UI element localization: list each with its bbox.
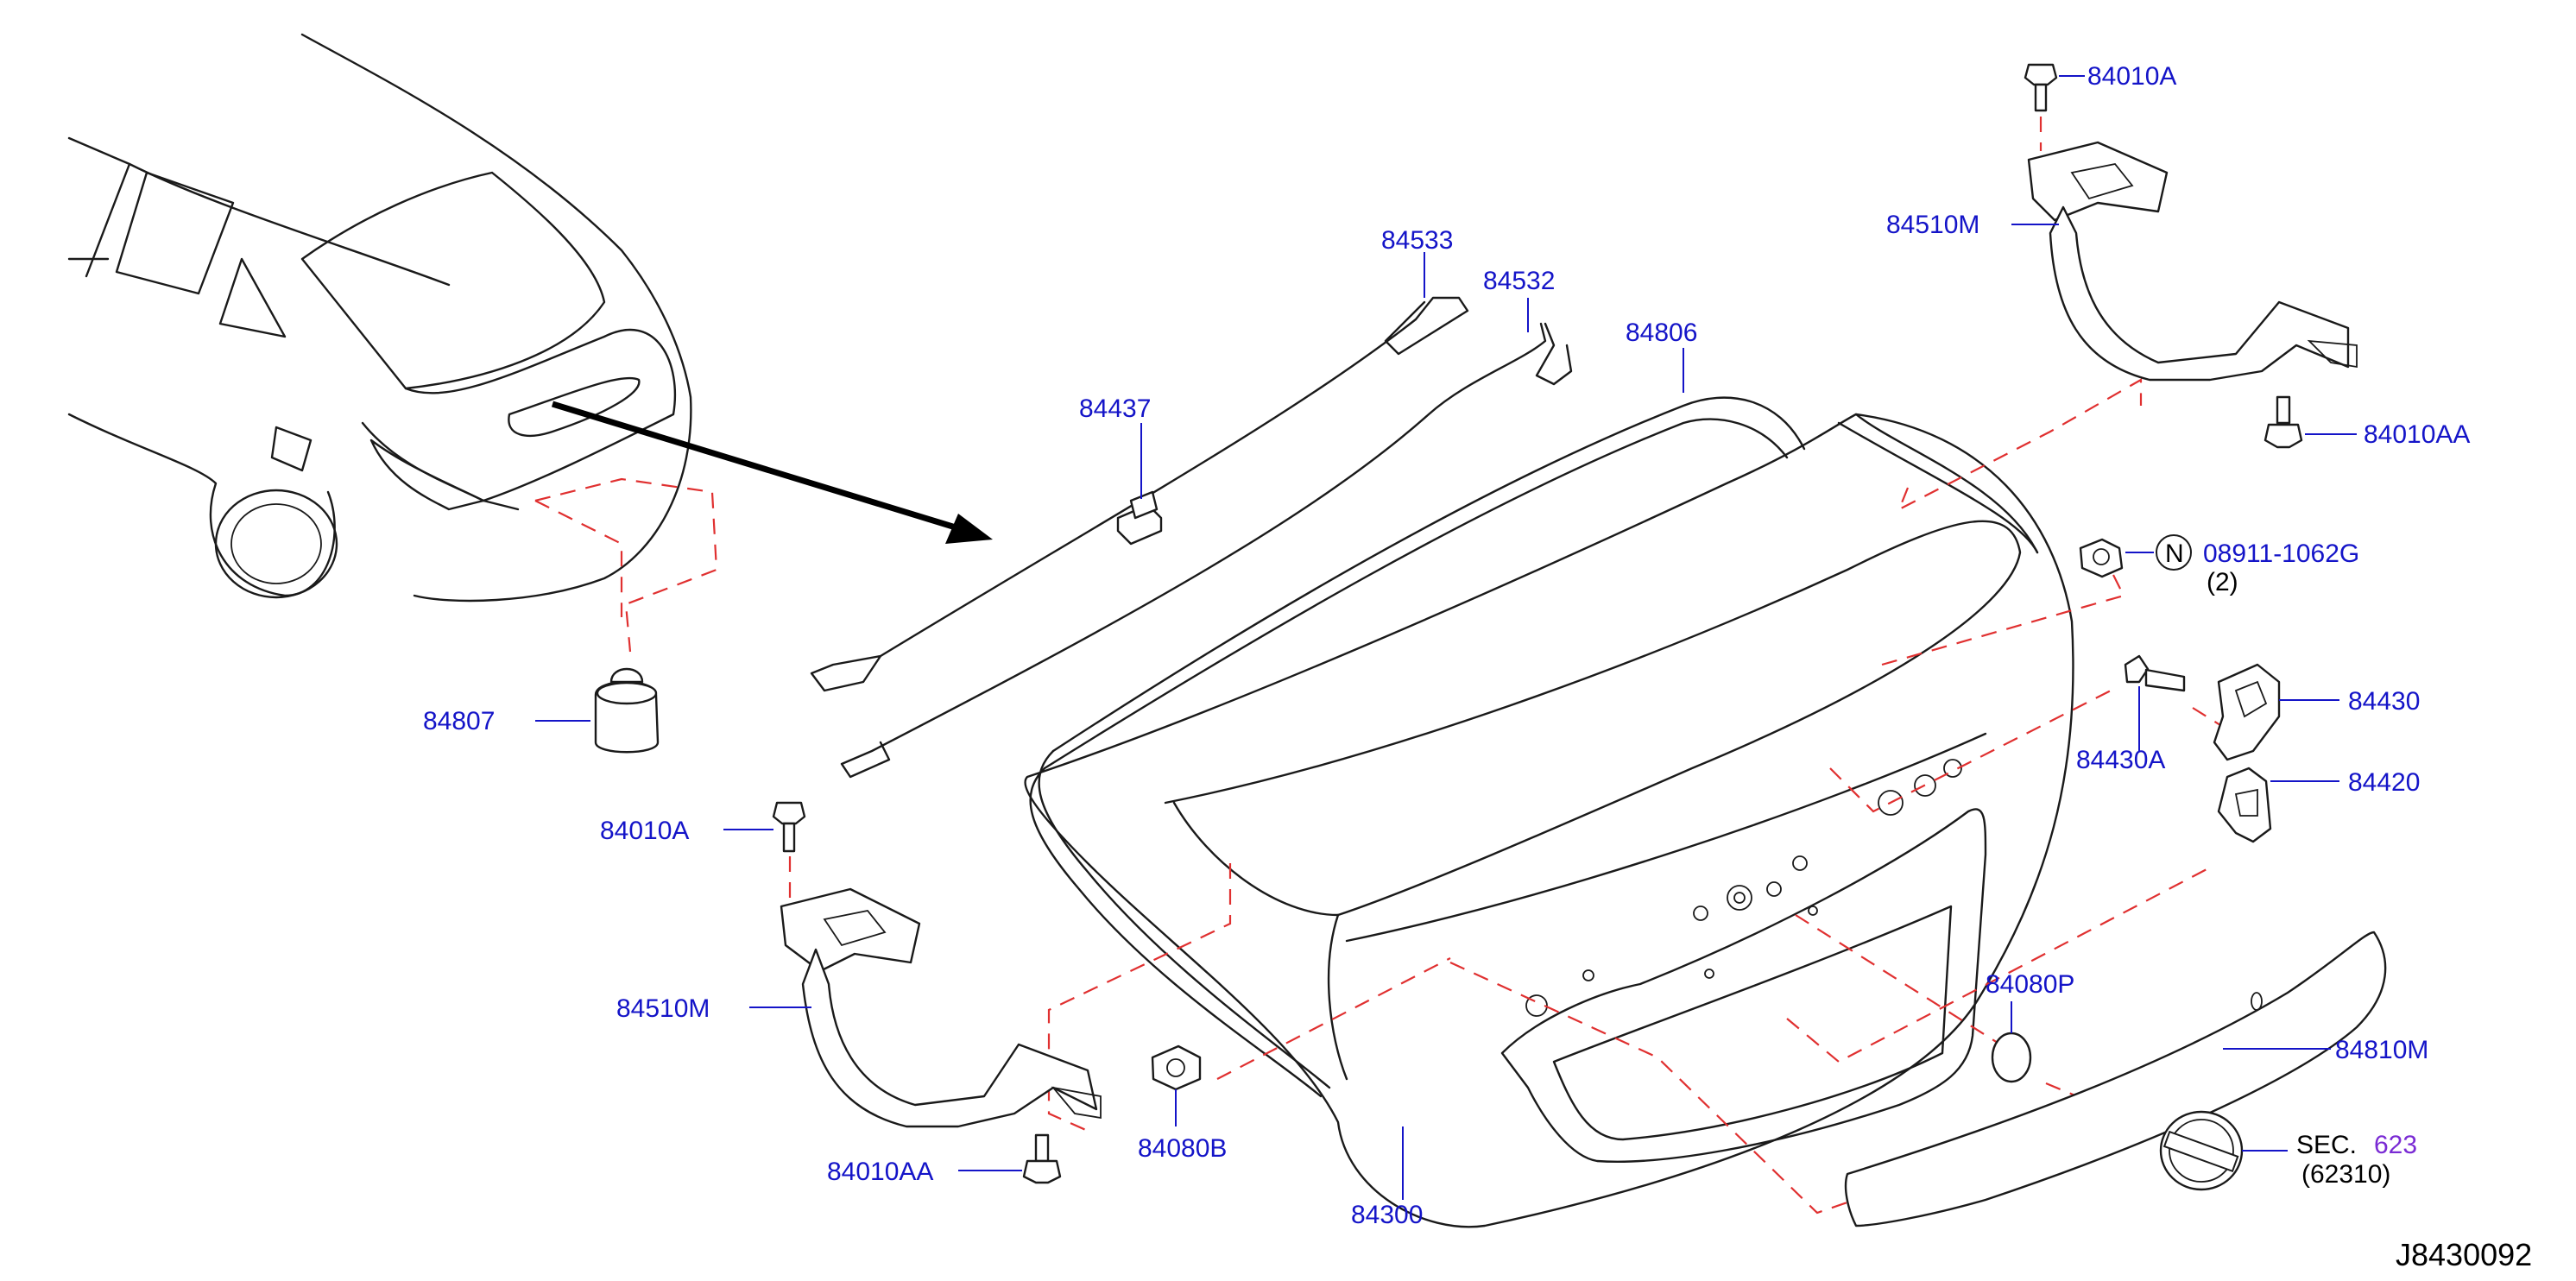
clip-84437 — [1116, 423, 1163, 546]
label-84532: 84532 — [1483, 267, 1555, 295]
emblem — [2159, 1110, 2288, 1191]
label-sec: SEC. — [2296, 1131, 2357, 1159]
label-84510M-left: 84510M — [616, 994, 710, 1023]
bumper-stop-84807 — [535, 667, 660, 754]
label-84080B: 84080B — [1138, 1134, 1227, 1163]
plug-84080P — [1991, 1001, 2032, 1083]
diagram-id: J8430092 — [2396, 1237, 2532, 1272]
quantity-2: (2) — [2207, 568, 2238, 596]
assembly-dashed-lines — [1047, 378, 2228, 1215]
label-84010AA-top: 84010AA — [2364, 420, 2470, 449]
label-84300: 84300 — [1351, 1201, 1423, 1229]
label-84420: 84420 — [2348, 768, 2420, 797]
label-84430A: 84430A — [2076, 746, 2165, 774]
label-84807: 84807 — [423, 707, 495, 735]
label-84437: 84437 — [1079, 394, 1151, 423]
label-08911-1062G: 08911-1062G — [2203, 540, 2359, 568]
label-84430: 84430 — [2348, 687, 2420, 716]
trunk-lid-84300 — [1024, 348, 2074, 1228]
lock-84430 — [2124, 654, 2339, 843]
top-hinge-group — [2011, 63, 2358, 449]
label-84533: 84533 — [1381, 226, 1453, 255]
label-sec-sub: (62310) — [2301, 1160, 2390, 1189]
nut-08911 — [2079, 534, 2192, 578]
n-symbol: N — [2165, 540, 2184, 568]
label-84010AA-bottom: 84010AA — [827, 1158, 933, 1186]
label-84010A-left: 84010A — [600, 817, 689, 845]
label-84010A-top: 84010A — [2087, 62, 2176, 91]
torsion-bars — [810, 252, 1573, 779]
label-84810M: 84810M — [2335, 1036, 2428, 1064]
finisher-84810M — [1844, 931, 2387, 1227]
label-84080P: 84080P — [1986, 970, 2074, 999]
label-84510M-top: 84510M — [1886, 211, 1979, 239]
car-rear-illustration — [67, 33, 993, 653]
label-84806: 84806 — [1626, 319, 1697, 347]
left-hinge-group — [723, 801, 1202, 1184]
section-reference-link[interactable]: 623 — [2374, 1131, 2417, 1159]
